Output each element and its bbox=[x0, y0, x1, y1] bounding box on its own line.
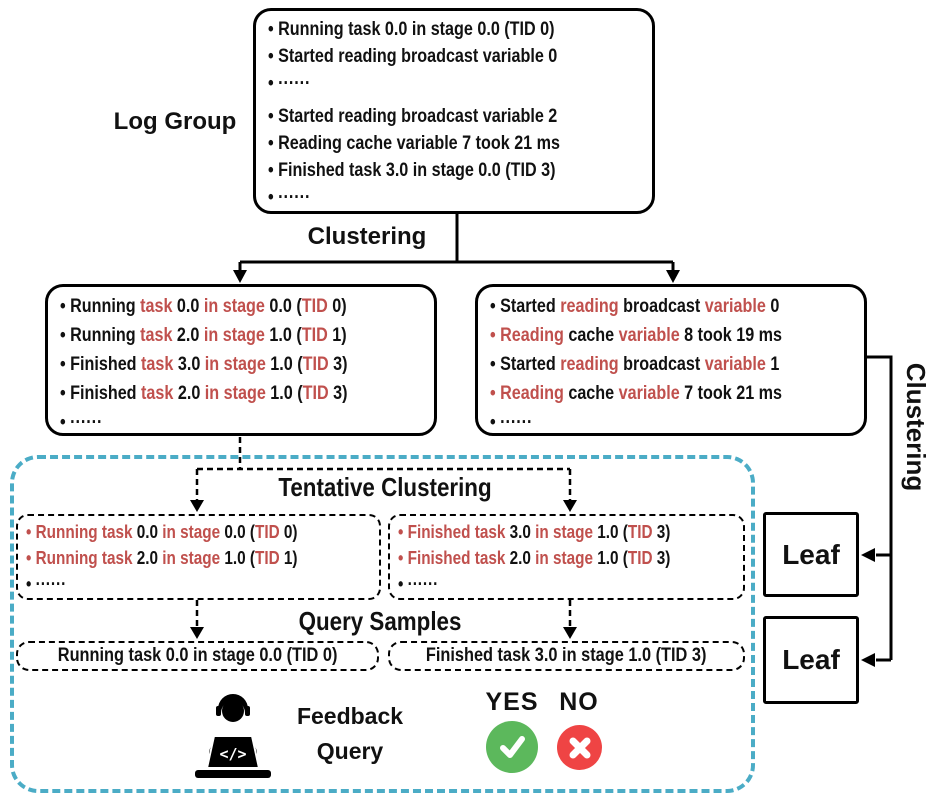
cluster-left-lines: • Running task 0.0 in stage 0.0 (TID 0)•… bbox=[60, 296, 348, 433]
cluster-left-box: • Running task 0.0 in stage 0.0 (TID 0)•… bbox=[45, 284, 437, 436]
laptop-code-glyph: </> bbox=[219, 745, 246, 763]
arrowhead-leaf-bottom bbox=[861, 653, 875, 667]
query-right-text: Finished task 3.0 in stage 1.0 (TID 3) bbox=[426, 645, 707, 666]
leaf-box-bottom: Leaf bbox=[763, 616, 859, 704]
tentative-dashed-connector bbox=[195, 437, 572, 501]
arrowhead-leaf-top bbox=[861, 548, 875, 562]
yes-check-icon bbox=[486, 721, 538, 773]
developer-at-laptop-icon: </> bbox=[195, 694, 271, 778]
arrowhead-query-left bbox=[190, 627, 204, 639]
no-label: NO bbox=[559, 688, 599, 716]
arrowhead-query-right bbox=[563, 627, 577, 639]
feedback-loop-container bbox=[10, 455, 755, 793]
leaf-box-top: Leaf bbox=[763, 512, 859, 597]
clustering-top-label: Clustering bbox=[307, 223, 427, 250]
query-right-box: Finished task 3.0 in stage 1.0 (TID 3) bbox=[388, 641, 745, 671]
leaf-rail-connector bbox=[867, 355, 893, 662]
clustering-split-connector bbox=[238, 213, 675, 271]
query-left-text: Running task 0.0 in stage 0.0 (TID 0) bbox=[57, 645, 338, 666]
arrowhead-right-cluster bbox=[666, 270, 680, 283]
query-dashed-connector bbox=[195, 600, 572, 628]
cluster-right-lines: • Started reading broadcast variable 0• … bbox=[490, 296, 783, 433]
checkmark-glyph bbox=[500, 736, 525, 758]
query-samples-label: Query Samples bbox=[298, 606, 462, 636]
no-cross-icon bbox=[557, 725, 602, 770]
log-group-label: Log Group bbox=[113, 108, 237, 135]
log-group-lines: • Running task 0.0 in stage 0.0 (TID 0)•… bbox=[268, 19, 561, 208]
tentative-left-box: • Running task 0.0 in stage 0.0 (TID 0)•… bbox=[16, 514, 381, 600]
tentative-clustering-label: Tentative Clustering bbox=[278, 472, 492, 502]
arrowhead-tentative-left bbox=[190, 500, 204, 512]
cluster-right-box: • Started reading broadcast variable 0• … bbox=[475, 284, 867, 436]
tentative-right-box: • Finished task 3.0 in stage 1.0 (TID 3)… bbox=[388, 514, 745, 600]
feedback-label-line1: Feedback bbox=[296, 703, 404, 729]
cross-glyph bbox=[569, 737, 590, 758]
leaf-bottom-label: Leaf bbox=[782, 644, 840, 675]
arrowhead-tentative-right bbox=[563, 500, 577, 512]
leaf-top-label: Leaf bbox=[782, 538, 840, 570]
query-left-box: Running task 0.0 in stage 0.0 (TID 0) bbox=[16, 641, 379, 671]
feedback-label-line2: Query bbox=[316, 738, 384, 764]
arrowhead-left-cluster bbox=[233, 270, 247, 283]
clustering-right-label: Clustering bbox=[901, 362, 931, 492]
tentative-right-lines: • Finished task 3.0 in stage 1.0 (TID 3)… bbox=[398, 522, 671, 594]
log-group-box: • Running task 0.0 in stage 0.0 (TID 0)•… bbox=[253, 8, 655, 214]
yes-label: YES bbox=[485, 688, 539, 716]
tentative-left-lines: • Running task 0.0 in stage 0.0 (TID 0)•… bbox=[26, 522, 298, 594]
